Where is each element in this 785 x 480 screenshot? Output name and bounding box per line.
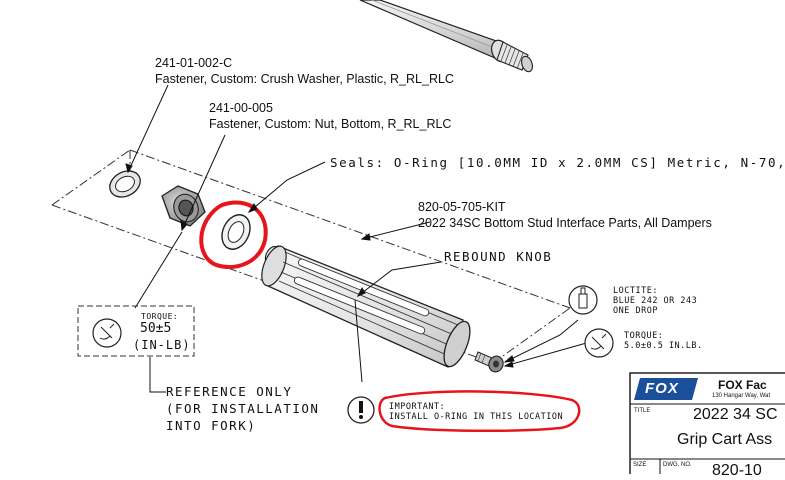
- torque-left-value: 50±5: [140, 321, 172, 336]
- wrench-icon: [99, 323, 115, 340]
- torque-left-title: TORQUE:: [141, 312, 179, 321]
- dwg-number-label: DWG. NO.: [663, 462, 692, 468]
- leader-lines: [125, 84, 591, 393]
- nut-description: Fastener, Custom: Nut, Bottom, R_RL_RLC: [209, 117, 452, 131]
- title-block: [629, 372, 785, 474]
- torque-badge-right: [584, 328, 614, 358]
- kit-description: 2022 34SC Bottom Stud Interface Parts, A…: [418, 216, 712, 230]
- crush-washer: [109, 170, 141, 198]
- o-ring-highlight: [199, 200, 268, 269]
- o-ring: [221, 214, 251, 250]
- loctite-line-1: BLUE 242 OR 243: [613, 296, 698, 306]
- loctite-bottle-icon: [578, 287, 588, 309]
- title-label: TITLE: [634, 408, 651, 414]
- company-name: FOX Fac: [718, 378, 767, 392]
- warning-icon: [347, 396, 375, 424]
- kit-part-number: 820-05-705-KIT: [418, 200, 506, 214]
- torque-wrench-icon: [590, 333, 607, 350]
- drawing-title-line-1: 2022 34 SC: [693, 406, 778, 423]
- important-title: IMPORTANT:: [389, 402, 446, 412]
- washer-part-number: 241-01-002-C: [155, 56, 233, 70]
- loctite-title: LOCTITE:: [613, 286, 658, 296]
- important-text: INSTALL O-RING IN THIS LOCATION: [389, 412, 564, 422]
- size-label: SIZE: [633, 462, 647, 468]
- damper-shaft: [359, 0, 533, 73]
- fox-logo-text: FOX: [645, 380, 679, 397]
- fox-logo: [634, 378, 698, 400]
- washer-description: Fastener, Custom: Crush Washer, Plastic,…: [155, 72, 454, 86]
- company-address: 130 Hangar Way, Wat: [712, 393, 771, 399]
- reference-line-3: INTO FORK): [166, 418, 257, 433]
- knob-screw: [474, 351, 504, 373]
- torque-left-unit: (IN-LB): [133, 338, 191, 352]
- torque-right-value: 5.0±0.5 IN.LB.: [624, 341, 703, 351]
- torque-right-title: TORQUE:: [624, 331, 664, 341]
- nut-part-number: 241-00-005: [209, 101, 273, 115]
- important-highlight: [378, 390, 581, 433]
- reference-line-2: (FOR INSTALLATION: [166, 401, 320, 416]
- bottom-nut: [161, 185, 206, 227]
- drawing-title-line-2: Grip Cart Ass: [677, 431, 773, 448]
- seal-description: Seals: O-Ring [10.0MM ID x 2.0MM CS] Met…: [330, 155, 785, 170]
- rebound-knob: [261, 245, 471, 368]
- reference-line-1: REFERENCE ONLY: [166, 384, 293, 399]
- loctite-line-2: ONE DROP: [613, 306, 658, 316]
- dwg-number: 820-10: [712, 462, 762, 479]
- rebound-knob-label: REBOUND KNOB: [444, 249, 553, 264]
